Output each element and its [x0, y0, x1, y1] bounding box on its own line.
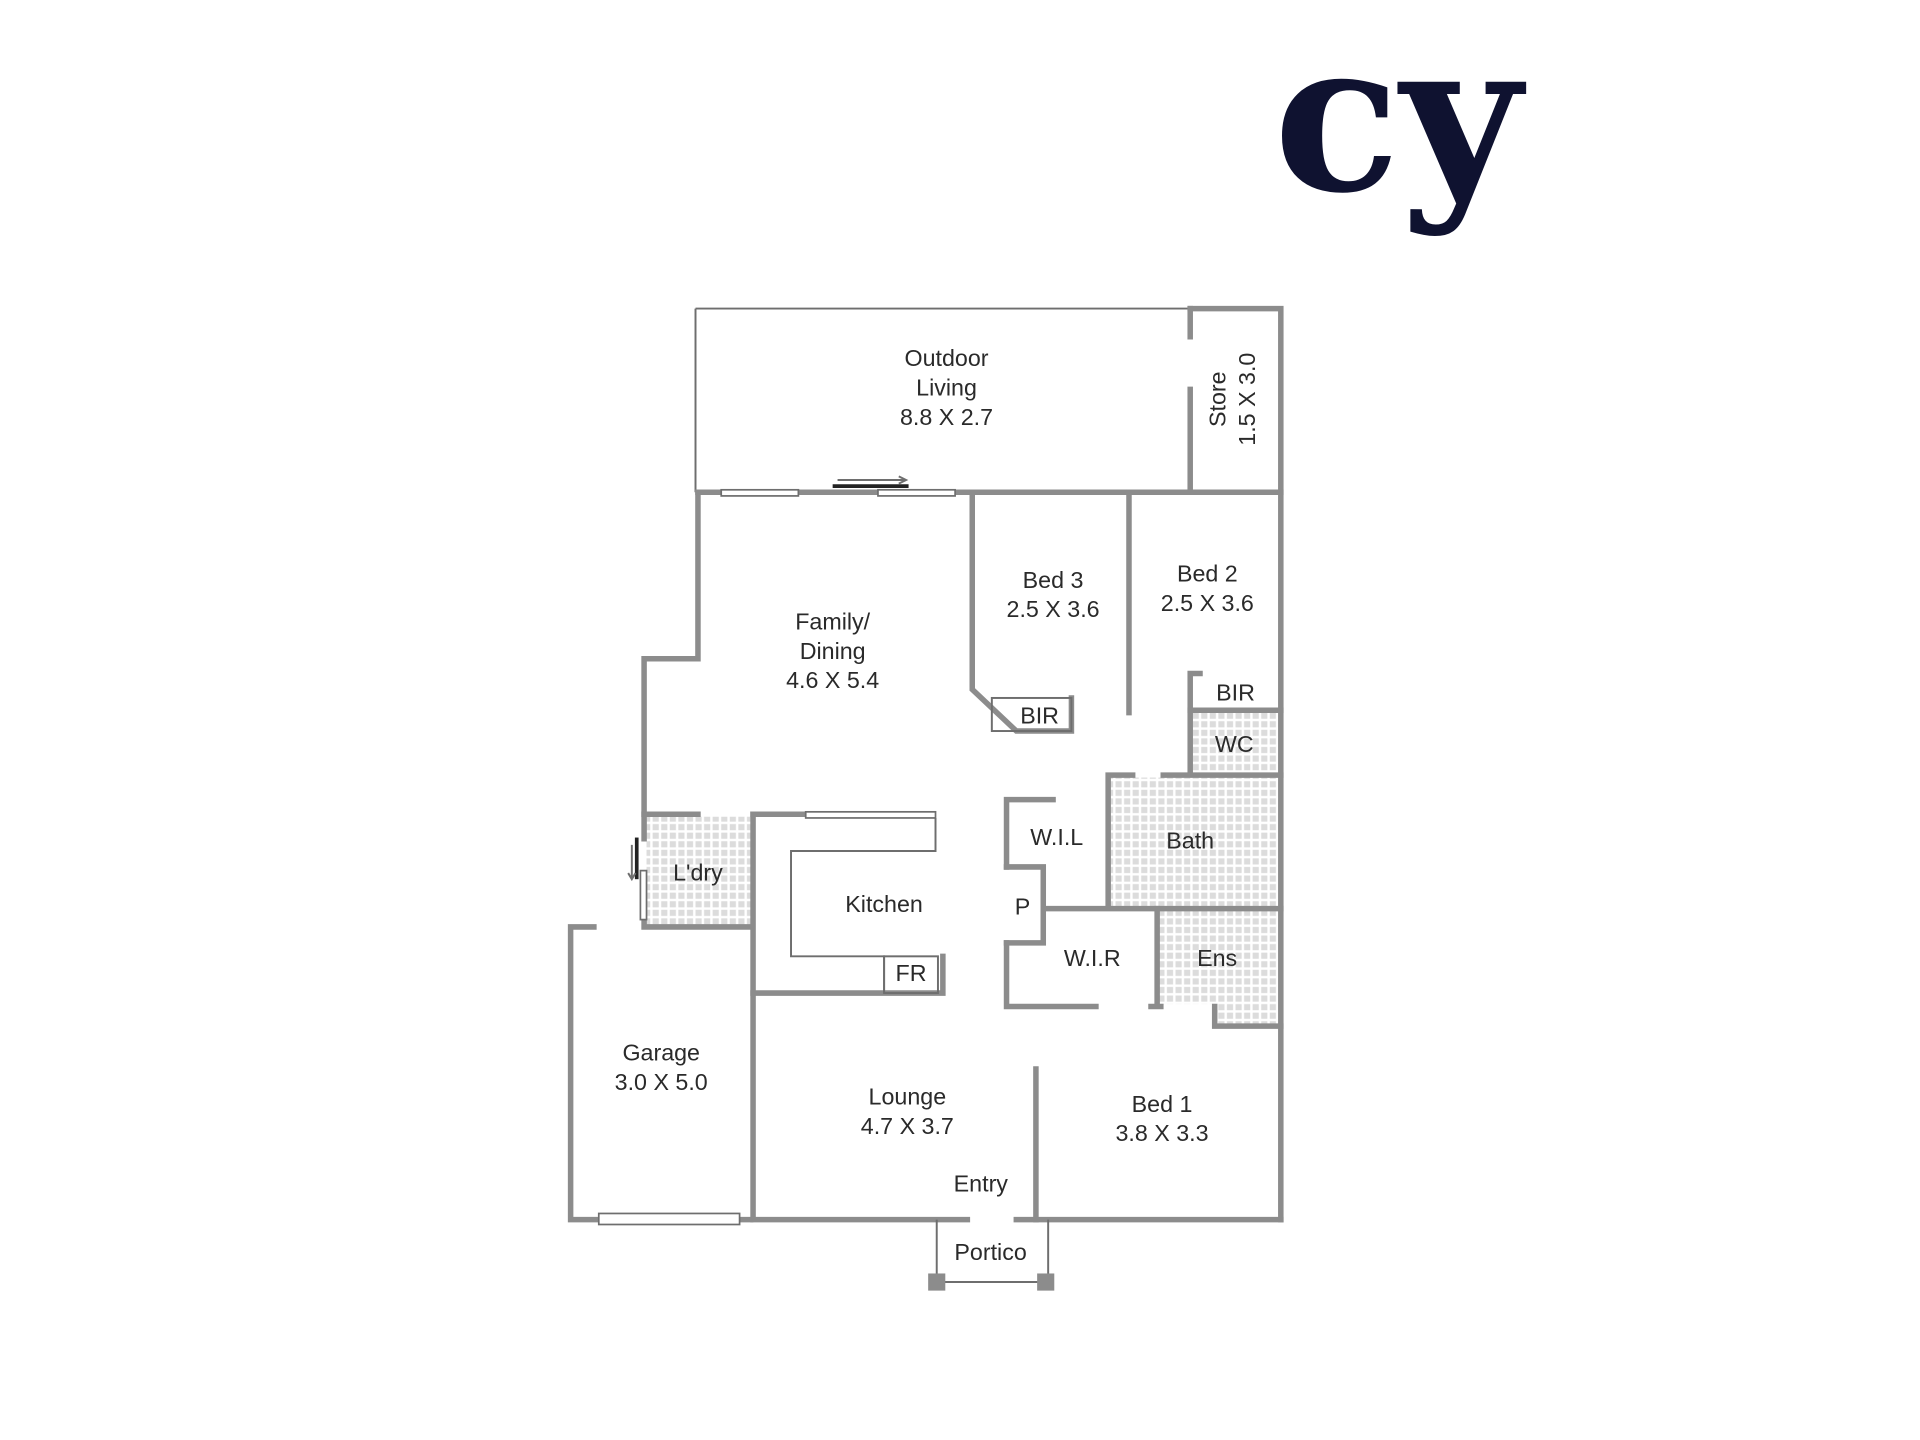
wir-label: W.I.R	[1064, 945, 1121, 971]
garage-label: Garage	[622, 1039, 700, 1065]
store-size: 1.5 X 3.0	[1234, 353, 1260, 446]
store-label: Store	[1205, 371, 1231, 427]
bir-bed3-label: BIR	[1020, 703, 1059, 729]
bed2-size: 2.5 X 3.6	[1161, 590, 1254, 616]
tiled-areas	[646, 712, 1279, 1024]
portico-label: Portico	[954, 1239, 1026, 1265]
lounge-label: Lounge	[869, 1083, 947, 1109]
ens-label: Ens	[1197, 945, 1237, 971]
fridge-label: FR	[896, 960, 927, 986]
lounge-size: 4.7 X 3.7	[861, 1113, 954, 1139]
brand-logo: cy	[1273, 0, 1526, 240]
bed1-label: Bed 1	[1132, 1091, 1193, 1117]
family-dining-label: Family/	[795, 608, 870, 634]
garage-size: 3.0 X 5.0	[615, 1069, 708, 1095]
wil-label: W.I.L	[1030, 824, 1083, 850]
bed3-size: 2.5 X 3.6	[1007, 596, 1100, 622]
entry-label: Entry	[954, 1170, 1009, 1196]
bed2-label: Bed 2	[1177, 561, 1238, 587]
family-dining-size: 4.6 X 5.4	[786, 667, 879, 693]
pantry-label: P	[1015, 894, 1031, 920]
outdoor-living-label: Outdoor	[905, 345, 989, 371]
outdoor-living-size: 8.8 X 2.7	[900, 404, 993, 430]
kitchen-label: Kitchen	[845, 891, 923, 917]
bir-bed2-label: BIR	[1216, 679, 1255, 705]
bed3-label: Bed 3	[1023, 567, 1084, 593]
fixtures	[597, 475, 1073, 1291]
family-dining-label-2: Dining	[800, 638, 866, 664]
outdoor-living-label-2: Living	[916, 375, 977, 401]
bed1-size: 3.8 X 3.3	[1116, 1120, 1209, 1146]
laundry-label: L'dry	[673, 859, 723, 885]
bath-label: Bath	[1166, 828, 1214, 854]
svg-text:cy: cy	[1273, 0, 1526, 240]
room-labels: Outdoor Living 8.8 X 2.7 Store 1.5 X 3.0…	[615, 345, 1260, 1265]
wc-label: WC	[1215, 731, 1254, 757]
